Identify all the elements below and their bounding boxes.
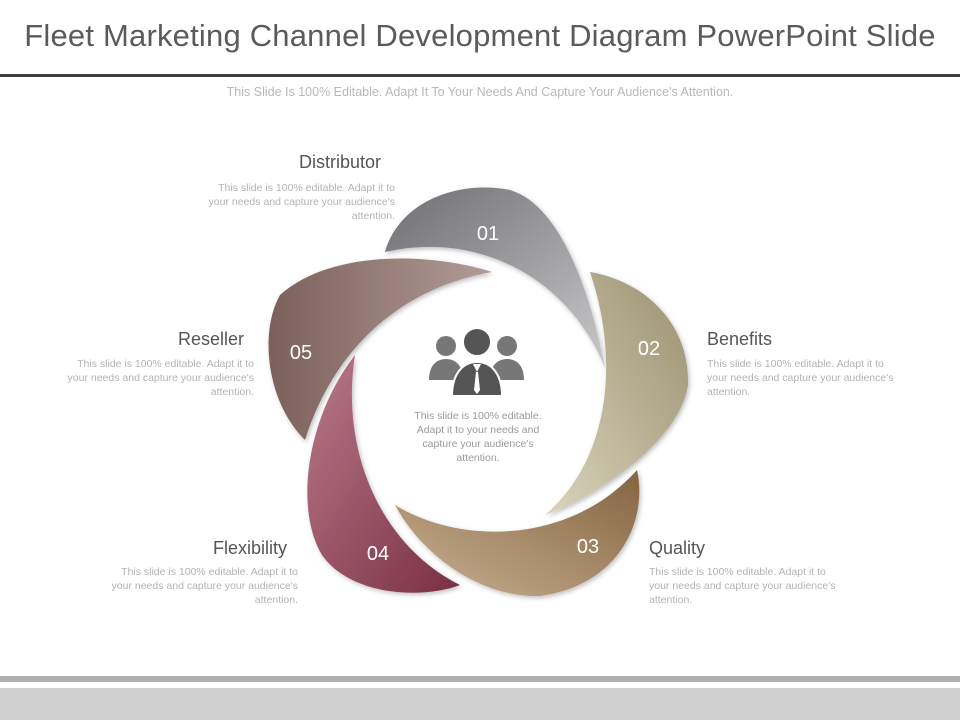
- segment-02-number: 02: [638, 338, 660, 360]
- segment-03-heading: Quality: [649, 538, 706, 558]
- segment-01-number: 01: [477, 223, 499, 245]
- segment-04: [307, 355, 460, 593]
- segment-05-number: 05: [290, 342, 312, 364]
- segment-01: [385, 187, 605, 368]
- segment-02-heading: Benefits: [707, 329, 773, 349]
- segment-05-heading: Reseller: [178, 329, 245, 349]
- segment-03-number: 03: [577, 536, 599, 558]
- segment-05-description: This slide is 100% editable. Adapt it to…: [67, 358, 254, 398]
- segment-04-heading: Flexibility: [213, 538, 288, 558]
- segment-02: [545, 272, 689, 515]
- segment-02-description: This slide is 100% editable. Adapt it to…: [707, 358, 894, 398]
- segment-01-description: This slide is 100% editable. Adapt it to…: [208, 182, 395, 222]
- segment-03-description: This slide is 100% editable. Adapt it to…: [649, 566, 836, 606]
- title-divider: [0, 74, 960, 77]
- footer-bar: [0, 688, 960, 720]
- segment-05: [268, 258, 492, 440]
- slide-subtitle: This Slide Is 100% Editable. Adapt It To…: [226, 85, 734, 99]
- segment-01-heading: Distributor: [299, 152, 382, 172]
- people-group-icon: [429, 327, 524, 397]
- slide-title: Fleet Marketing Channel Development Diag…: [24, 18, 936, 53]
- center-description: This slide is 100% editable. Adapt it to…: [414, 410, 542, 464]
- segment-04-number: 04: [367, 543, 389, 565]
- segment-04-description: This slide is 100% editable. Adapt it to…: [111, 566, 298, 606]
- footer-bar-thin: [0, 676, 960, 682]
- segment-03: [395, 470, 640, 597]
